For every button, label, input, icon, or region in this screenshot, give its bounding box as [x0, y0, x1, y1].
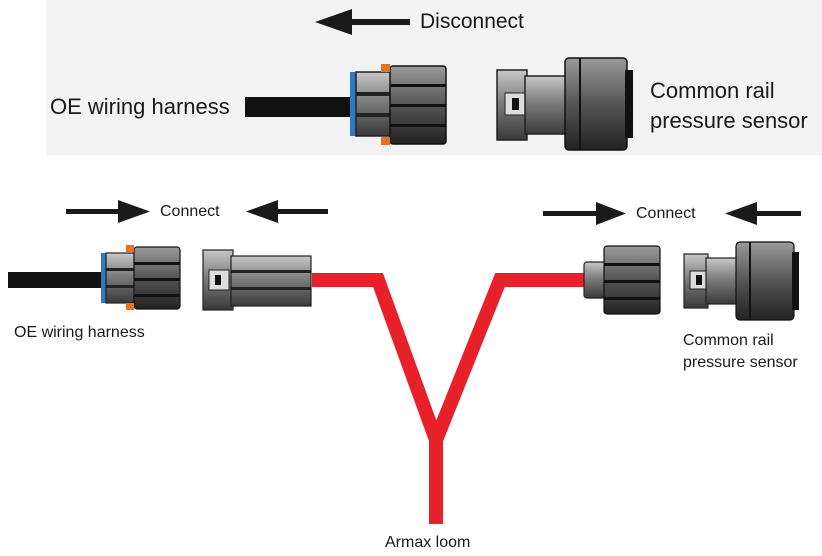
- connect-arrows-left: [66, 200, 328, 223]
- disconnect-arrow: [315, 9, 410, 35]
- connect-label-right: Connect: [636, 205, 696, 222]
- connect-arrows-right: [543, 202, 801, 225]
- crps-sensor-top: [496, 57, 633, 151]
- crps-label-bottom: Common rail pressure sensor: [683, 332, 798, 371]
- oe-harness-label-top: OE wiring harness: [50, 94, 230, 119]
- oe-harness-label-bottom: OE wiring harness: [14, 324, 145, 341]
- oe-harness-cable-top: [245, 97, 355, 117]
- armax-loom-label: Armax loom: [385, 534, 471, 551]
- loom-connector-female: [202, 249, 312, 311]
- oe-harness-connector-top: [350, 64, 447, 145]
- crps-sensor-bottom: [683, 241, 799, 321]
- oe-harness-cable-bottom: [8, 272, 108, 288]
- connect-label-left: Connect: [160, 203, 220, 220]
- disconnect-label: Disconnect: [420, 10, 524, 33]
- oe-harness-connector-bottom: [101, 245, 181, 310]
- armax-loom: [312, 273, 590, 524]
- loom-connector-male: [583, 245, 661, 315]
- crps-label-top: Common rail pressure sensor: [650, 78, 808, 133]
